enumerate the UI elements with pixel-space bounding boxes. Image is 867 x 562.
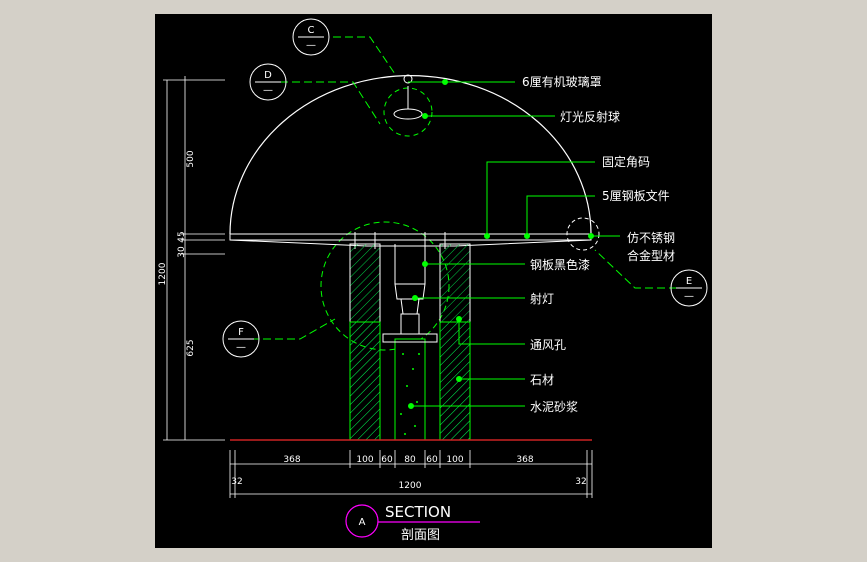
acrylic-dome [229,75,592,235]
dim-h-32-right: 32 [575,477,586,487]
svg-text:C: C [308,25,315,36]
dim-h-60-right: 60 [426,455,438,465]
svg-text:D: D [264,70,272,81]
dim-h-80: 80 [404,455,416,465]
label-stainless-1: 仿不锈钢 [627,231,675,245]
section-drawing: 1200 500 45 30 625 368 100 60 80 60 100 … [158,18,708,543]
svg-text:—: — [306,40,316,51]
leader-lines [408,79,620,409]
vertical-dimensions [163,76,225,441]
dim-h-100-right: 100 [446,455,463,465]
dim-vertical-top: 500 [186,150,196,167]
label-vent: 通风孔 [530,338,566,352]
dim-vertical-total: 1200 [158,262,168,285]
stone-right-lower [439,321,471,441]
reflector-ball [393,74,423,120]
title-section: SECTION [385,503,451,521]
dim-h-total: 1200 [399,481,422,491]
svg-text:F: F [238,327,244,338]
label-stone: 石材 [530,373,554,387]
detail-bubble-f: F — [222,320,260,358]
dim-h-100-left: 100 [356,455,373,465]
mortar-dots [400,353,420,435]
label-spotlight: 射灯 [530,291,554,306]
dim-h-60-left: 60 [381,455,393,465]
drawing-canvas: 1200 500 45 30 625 368 100 60 80 60 100 … [155,14,712,548]
label-stainless-2: 合金型材 [627,248,675,263]
svg-text:—: — [684,291,694,302]
label-fixed-bracket: 固定角码 [602,154,650,169]
spotlight-fixture [382,244,438,343]
dim-h-368-right: 368 [516,455,533,465]
title-subtitle: 剖面图 [401,528,440,543]
svg-text:—: — [236,342,246,353]
section-title: A SECTION 剖面图 [345,503,480,543]
label-reflector: 灯光反射球 [560,109,620,124]
mortar-core [394,338,426,441]
label-acrylic-cover: 6厘有机玻璃罩 [522,75,602,89]
title-letter: A [359,517,366,528]
svg-text:E: E [686,276,692,287]
detail-bubble-d: D — [249,63,287,101]
detail-bubble-e: E — [670,269,708,307]
stone-left-lower [349,321,381,441]
detail-bubble-c: C — [292,18,330,56]
dim-h-32-left: 32 [231,477,242,487]
detail-circle-large [320,221,450,351]
steel-plate [229,232,592,249]
dim-vertical-bottom: 625 [186,339,196,356]
label-steel-plate: 5厘钢板文件 [602,188,670,203]
label-black-paint: 钢板黑色漆 [530,258,590,272]
svg-text:—: — [263,85,273,96]
dim-h-368-left: 368 [283,455,300,465]
dim-vertical-45: 45 [177,231,187,242]
dim-vertical-30: 30 [177,246,187,258]
label-mortar: 水泥砂浆 [530,399,578,414]
horizontal-dimensions [229,450,593,498]
